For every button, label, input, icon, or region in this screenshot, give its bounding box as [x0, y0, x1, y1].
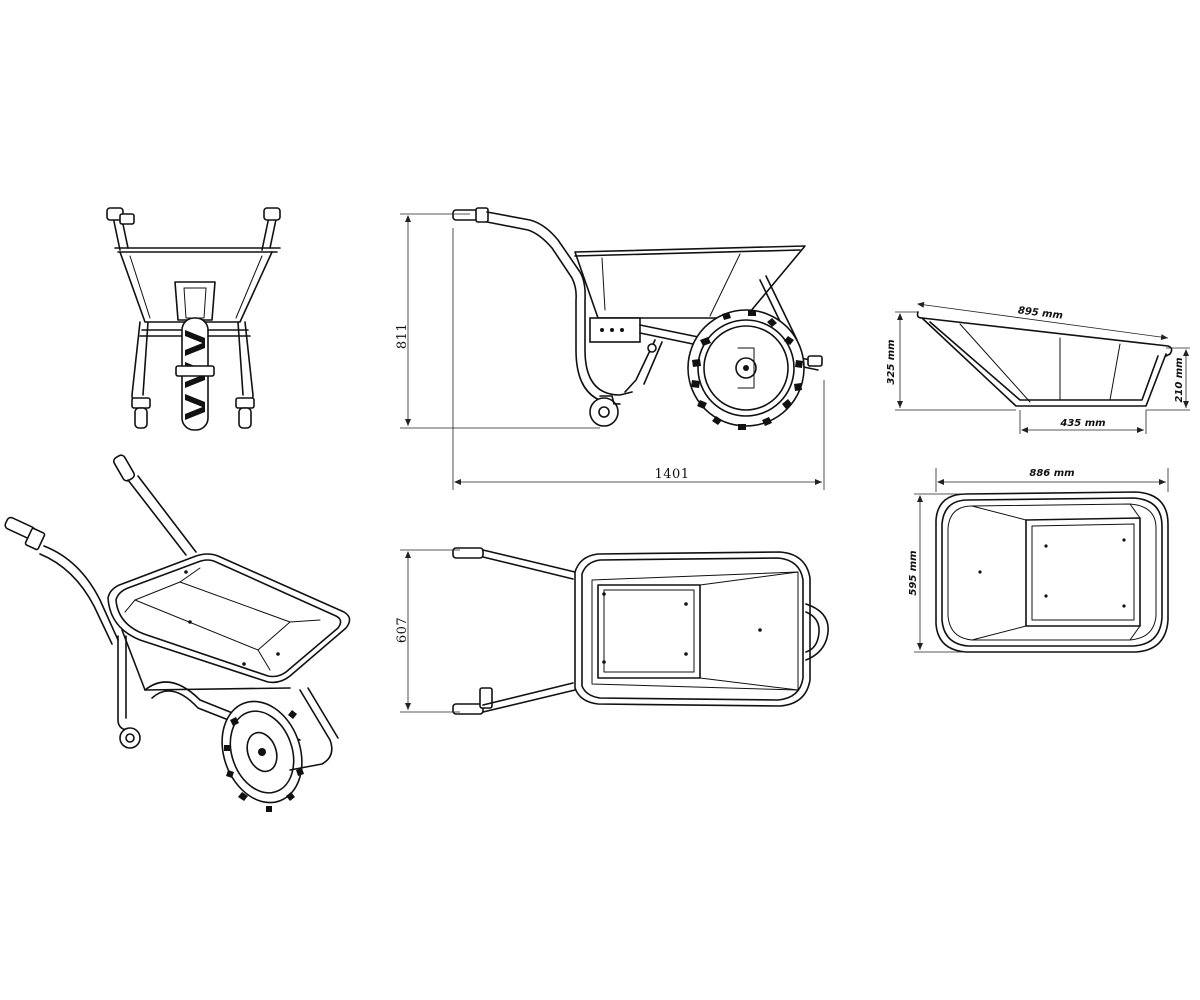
side-view: [452, 207, 823, 430]
front-view: [106, 207, 281, 431]
top-width-label: 607: [395, 617, 410, 643]
tray-side-dimensions: 895 mm 325 mm 210 mm 435 mm: [886, 301, 1190, 434]
tray-length-label: 886 mm: [1029, 468, 1074, 479]
top-view: [452, 547, 829, 715]
perspective-view: [4, 454, 351, 812]
tire-tread: [691, 310, 803, 430]
tray-top-view: [935, 491, 1169, 653]
side-length-label: 1401: [654, 467, 689, 482]
tray-width-label: 595 mm: [908, 550, 919, 595]
tray-top-dimensions: 886 mm 595 mm: [908, 468, 1169, 653]
tray-bottom-length-label: 435 mm: [1059, 418, 1105, 429]
tray-right-height-label: 210 mm: [1174, 357, 1185, 402]
tray-left-height-label: 325 mm: [886, 339, 897, 384]
top-view-dimensions: 607: [395, 549, 460, 713]
side-view-dimensions: 811 1401: [395, 213, 825, 490]
tray-top-length-label: 895 mm: [1017, 305, 1063, 321]
side-height-label: 811: [395, 323, 410, 349]
tray-side-profile: [916, 311, 1173, 407]
